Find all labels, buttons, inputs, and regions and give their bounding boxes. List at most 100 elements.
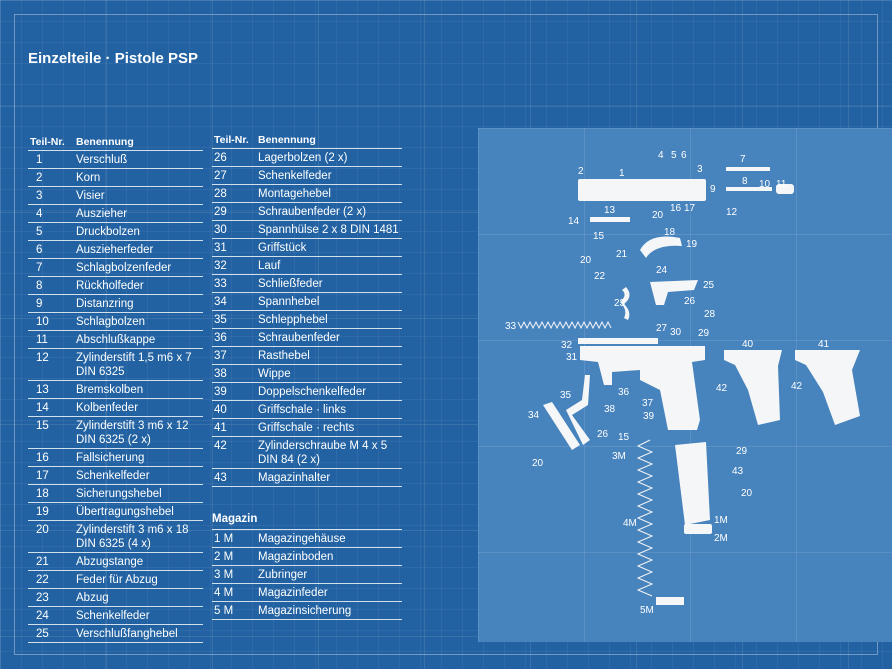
part-name: Griffschale · links [258, 403, 346, 417]
part-name: Wippe [258, 367, 291, 381]
drag-lever-shape [566, 375, 590, 445]
table-row: 4 M Magazinfeder [212, 584, 402, 602]
part-name: Schlagbolzenfeder [76, 261, 171, 275]
part-number: 34 [214, 295, 227, 308]
diagram-label: 26 [684, 296, 696, 307]
part-number: 37 [214, 349, 227, 362]
magazine-base-shape [684, 524, 712, 534]
part-number: 23 [36, 591, 49, 604]
part-name: Druckbolzen [76, 225, 140, 239]
diagram-label: 20 [580, 255, 592, 266]
table-row: 31 Griffstück [212, 239, 402, 257]
diagram-label: 6 [681, 150, 687, 161]
part-number: 3 [36, 189, 43, 202]
part-name-line: Verschlußfanghebel [76, 627, 178, 640]
part-number: 14 [36, 401, 49, 414]
part-name-line: Zylinderstift 1,5 m6 x 7 [76, 351, 192, 364]
part-name: Kolbenfeder [76, 401, 138, 415]
part-name-line: DIN 6325 (2 x) [76, 433, 151, 446]
part-number: 25 [36, 627, 49, 640]
part-name: Schlagbolzen [76, 315, 145, 329]
diagram-label: 18 [664, 227, 676, 238]
grip-left-shape [724, 350, 782, 425]
part-number: 10 [36, 315, 49, 328]
diagram-label: 36 [618, 387, 630, 398]
diagram-label: 15 [593, 231, 605, 242]
part-number: 7 [36, 261, 43, 274]
part-name: Schlepphebel [258, 313, 328, 327]
part-number: 19 [36, 505, 49, 518]
part-name: Magazinhalter [258, 471, 330, 485]
diagram-label: 4 [658, 150, 664, 161]
part-name-line: Schenkelfeder [258, 169, 332, 182]
diagram-label: 42 [716, 383, 728, 394]
table-row: 10 Schlagbolzen [28, 313, 203, 331]
part-number: 35 [214, 313, 227, 326]
part-name: Sicherungshebel [76, 487, 162, 501]
diagram-label: 19 [686, 239, 698, 250]
part-number: 32 [214, 259, 227, 272]
diagram-label: 42 [791, 381, 803, 392]
part-name-line: Magazinfeder [258, 586, 328, 599]
table-row: 27 Schenkelfeder [212, 167, 402, 185]
part-name: Griffstück [258, 241, 306, 255]
part-name-line: Distanzring [76, 297, 134, 310]
part-name: Feder für Abzug [76, 573, 158, 587]
part-name-line: Auszieher [76, 207, 128, 220]
part-name-line: Schlepphebel [258, 313, 328, 326]
part-name-line: Abzugstange [76, 555, 144, 568]
diagram-label: 11 [776, 179, 787, 190]
diagram-label: 5M [640, 605, 654, 616]
part-number: 5 M [214, 604, 234, 617]
part-name: Schraubenfeder [258, 331, 340, 345]
magazine-safety-shape [656, 597, 684, 605]
part-number: 6 [36, 243, 43, 256]
cocking-lever-shape [543, 402, 580, 450]
diagram-label: 29 [698, 328, 710, 339]
part-name-line: Magazinhalter [258, 471, 331, 484]
part-number: 22 [36, 573, 49, 586]
part-name-line: Doppelschenkelfeder [258, 385, 367, 398]
diagram-label: 9 [710, 184, 716, 195]
part-number: 4 [36, 207, 43, 220]
diagram-label: 10 [759, 179, 771, 190]
part-name: Magazinfeder [258, 586, 328, 600]
part-number: 21 [36, 555, 49, 568]
part-number: 2 [36, 171, 43, 184]
part-name-line: Verschluß [76, 153, 128, 166]
part-number: 5 [36, 225, 43, 238]
part-number: 40 [214, 403, 227, 416]
part-name-line: Lagerbolzen (2 x) [258, 151, 348, 164]
part-number: 27 [214, 169, 227, 182]
diagram-label: 15 [618, 432, 630, 443]
diagram-label: 3M [612, 451, 626, 462]
part-name: Montagehebel [258, 187, 331, 201]
part-number: 31 [214, 241, 227, 254]
diagram-label: 40 [742, 339, 754, 350]
part-number: 4 M [214, 586, 234, 599]
diagram-label: 3 [697, 164, 703, 175]
part-name-line: Griffschale · rechts [258, 421, 355, 434]
diagram-label: 16 [670, 203, 682, 214]
trigger-shape [620, 287, 630, 320]
part-name-line: Griffschale · links [258, 403, 346, 416]
part-name: Schenkelfeder [258, 169, 332, 183]
diagram-label: 21 [616, 249, 628, 260]
diagram-label: 1 [619, 168, 625, 179]
part-name: Bremskolben [76, 383, 143, 397]
part-name: Auszieherfeder [76, 243, 153, 257]
diagram-label: 41 [818, 339, 830, 350]
diagram-label: 34 [528, 410, 540, 421]
magazine-housing-shape [675, 442, 710, 525]
